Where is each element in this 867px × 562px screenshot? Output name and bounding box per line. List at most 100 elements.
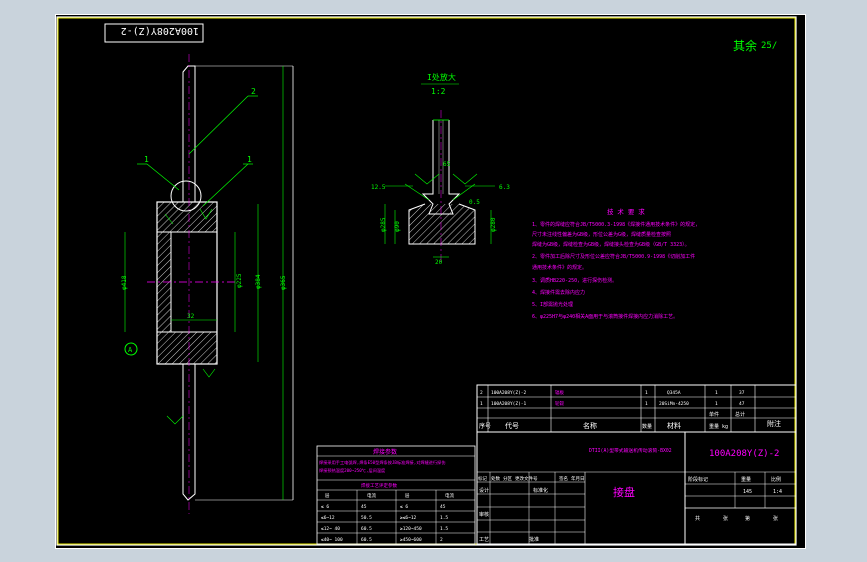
tech-req-item: 6、φ225H7与φ240相关A面用于与滚筒接件焊接内应力消除工艺。: [532, 313, 678, 320]
tech-req-item: 5、I部需抛光处理: [532, 301, 573, 308]
detail-title: I处放大: [427, 72, 456, 82]
weld-header: 层: [405, 493, 410, 499]
weld-cell: ≥≤6~12: [400, 515, 417, 521]
weld-cell: 60.5: [361, 526, 372, 532]
hub-section-bottom: [156, 331, 218, 365]
bom-cell: 20SiMn-4250: [659, 401, 689, 407]
balloon-2: 2: [251, 87, 256, 96]
weld-cell: ≤12~ 40: [321, 526, 340, 532]
bom-header: 单件: [709, 411, 719, 418]
cad-drawing-viewport[interactable]: 100A208Y(Z)-2 其余 25/: [55, 14, 806, 549]
dim-d5: φ285: [380, 217, 387, 232]
tb-role: 工艺: [479, 537, 489, 543]
weld-cell: ≥120~450: [400, 526, 422, 532]
tb-role: 设计: [479, 487, 489, 494]
tb-sheet: 共: [695, 515, 700, 522]
outer-border: [55, 14, 806, 549]
weld-cell: 60.5: [361, 537, 372, 543]
dim-w1: 32: [187, 313, 195, 320]
tech-req-item: 焊缝为GB级，焊缝检查为GB级，焊缝接头检查为GB级（GB/T 3323）。: [532, 241, 690, 248]
title-block: 2 100A208Y(Z)-2 辐板 1 Q345A 1 37 1 100A20…: [476, 384, 797, 545]
bom-cell: 1: [480, 401, 483, 407]
tb-role: 标准化: [533, 487, 548, 494]
tb-sheet: 张: [723, 515, 728, 522]
bom-cell: 37: [739, 390, 745, 396]
datum-A-label: A: [128, 346, 133, 354]
weld-header: 电流: [445, 492, 454, 499]
tb-label: 标记: [478, 475, 487, 482]
detail-view-I: I处放大 1:2 12.5 6.3 φ285: [371, 72, 510, 266]
tb-role: 批准: [529, 536, 539, 543]
bom-cell: 2: [480, 390, 483, 396]
project-name: DTII(A)型带式输送机传动滚筒-BX02: [589, 447, 672, 454]
bom-header: 数量: [642, 423, 652, 430]
tb-stage-label: 重量: [741, 476, 751, 483]
hub-section-top: [156, 201, 218, 233]
weld-header: 电流: [367, 492, 376, 499]
weld-table-title: 焊接参数: [373, 448, 397, 456]
weld-cell: ≤ 6: [400, 504, 408, 510]
weld-cell: ≤40~ 100: [321, 537, 343, 543]
cad-drawing-svg: 100A208Y(Z)-2 其余 25/: [55, 14, 806, 549]
tb-label: 处数: [491, 475, 500, 482]
tb-label: 更改文件号: [515, 475, 538, 482]
dim-w4: 65: [443, 161, 451, 168]
detail-roughness-right: 6.3: [499, 184, 510, 191]
weld-cell: 45: [361, 504, 367, 510]
weld-table: 焊接参数 焊接采用手工电弧焊,焊条E50型焊条按JB标准焊接,对焊缝进行探伤 焊…: [316, 445, 476, 545]
bom-header: 附注: [767, 419, 781, 428]
weld-header: 层: [325, 493, 330, 499]
weld-table-note1: 焊接采用手工电弧焊,焊条E50型焊条按JB标准焊接,对焊缝进行探伤: [319, 459, 446, 466]
detail-circle-I: [170, 180, 202, 212]
bom-cell: 47: [739, 401, 745, 407]
weld-table-note2: 焊接预热温度200~250℃,层间温度: [319, 467, 386, 474]
tech-req-item: 尺寸未注线性偏差为GB级，形位公差为G级，焊缝质量检查按照: [532, 231, 671, 238]
detail-roughness-left: 12.5: [371, 184, 386, 191]
dim-d2: φ225: [236, 273, 243, 288]
detail-scale: 1:2: [431, 87, 446, 96]
tb-stage-label: 比例: [771, 476, 781, 483]
balloon-1-right: 1: [247, 155, 252, 164]
bom-cell: 100A208Y(Z)-2: [491, 390, 527, 396]
dim-d6: φ280: [490, 217, 497, 232]
weld-cell: 2: [440, 537, 443, 543]
dim-d3: φ384: [255, 274, 262, 289]
weld-cell: ≤6~12: [321, 515, 335, 521]
tb-role: 审核: [479, 511, 489, 518]
weld-cell: 50.5: [361, 515, 372, 521]
tech-req-item: 1、零件的焊缝应符合JB/T5000.3-1998《焊接件通用技术条件》的规定，: [532, 221, 700, 228]
datum-A-circle: [124, 342, 138, 356]
web-plate-outline-top: [182, 65, 196, 203]
bom-cell: 1: [645, 390, 648, 396]
bom-header: 总计: [735, 411, 745, 418]
weld-cell: 1.5: [440, 526, 448, 532]
dim-w2: 20: [435, 259, 443, 266]
mirrored-title-box: [104, 23, 204, 43]
bom-cell: 1: [645, 401, 648, 407]
bom-cell: Q345A: [667, 390, 681, 396]
drawing-number: 100A208Y(Z)-2: [709, 449, 779, 459]
tech-requirements: 技 术 要 求 1、零件的焊缝应符合JB/T5000.3-1998《焊接件通用技…: [532, 207, 700, 320]
web-plate-outline-bottom: [182, 363, 196, 501]
bom-header: 代号: [505, 421, 519, 430]
mirrored-title-text: 100A208Y(Z)-2: [121, 25, 199, 36]
tech-req-title: 技 术 要 求: [607, 207, 645, 216]
bom-weight-label: 重量 kg: [709, 423, 728, 430]
weld-cell: ≥450~600: [400, 537, 422, 543]
dim-d7: φ90: [394, 221, 401, 232]
tech-req-item: 3、调质HB220-250，进行探伤检测。: [532, 277, 617, 284]
bom-cell: 辐板: [555, 389, 564, 396]
surface-note: 其余: [733, 38, 757, 53]
tb-label: 签名: [559, 475, 568, 482]
tb-scale: 1:4: [773, 489, 782, 495]
tb-weight: 145: [743, 489, 752, 495]
tb-stage-label: 阶段标记: [688, 476, 708, 483]
balloon-1-left: 1: [144, 155, 149, 164]
tech-req-item: 通用技术条件》的规定。: [532, 264, 587, 271]
bom-cell: 轮毂: [555, 400, 564, 407]
bom-cell: 100A208Y(Z)-1: [491, 401, 527, 407]
tb-label: 年月日: [571, 475, 585, 482]
main-section-view: 2 1 1 A φ418 φ225 φ384 φ365 32: [121, 54, 294, 514]
dim-d4: φ365: [280, 275, 287, 290]
